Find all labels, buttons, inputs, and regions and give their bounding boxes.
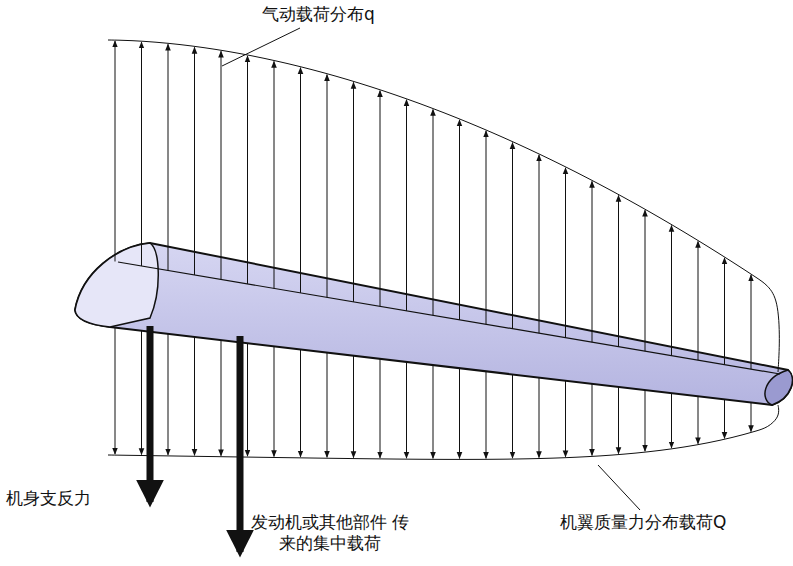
aero-load-arrow (353, 82, 354, 301)
load-label: 机翼质量力分布载荷Q (560, 512, 780, 533)
mass-load-arrow (645, 390, 646, 451)
mass-load-arrow (539, 378, 540, 458)
wing-body (75, 243, 792, 405)
aero-load-arrow (512, 143, 513, 329)
mass-load-arrow (115, 328, 116, 455)
aero-load-arrow (486, 131, 487, 324)
aero-load-arrow (406, 100, 407, 311)
aero-load-arrow (698, 241, 699, 360)
mass-load-arrow (221, 340, 222, 456)
aero-load-arrow (247, 56, 248, 284)
aero-load-arrow (141, 42, 142, 266)
aero-load-arrow (724, 258, 725, 365)
mass-load-arrow (618, 387, 619, 454)
aero-load-arrow (618, 195, 619, 346)
aero-load-arrow (221, 51, 222, 279)
wing-root-airfoil (75, 243, 158, 327)
mass-load-arrow (327, 353, 328, 458)
aero-load-arrow (433, 110, 434, 316)
wing-crease (118, 262, 780, 374)
mass-load-arrow (406, 362, 407, 458)
mass-load-arrow (380, 359, 381, 458)
aero-load-arrow (194, 47, 195, 275)
mass-load-arrow (353, 356, 354, 458)
mass-load-envelope (108, 405, 779, 459)
aero-load-arrow (671, 226, 672, 356)
fuselage-reaction-arrow (147, 326, 154, 502)
mass-load-arrow (592, 384, 593, 456)
mass-load-arrow (274, 346, 275, 456)
load-label: 发动机或其他部件 传来的集中载荷 (250, 512, 410, 555)
wing-tip-airfoil (765, 370, 792, 405)
mass-load-arrow (486, 371, 487, 458)
mass-load-arrow (724, 399, 725, 438)
mass-load-arrow (247, 343, 248, 456)
mass-load-arrow (194, 337, 195, 455)
mass-load-arrow (671, 393, 672, 448)
aero-load-arrow (300, 68, 301, 293)
aero-load-arrow (274, 61, 275, 288)
mass-load-arrow (141, 331, 142, 455)
leader-line (598, 465, 640, 510)
mass-load-arrow (459, 368, 460, 458)
aero-load-arrow (565, 168, 566, 338)
mass-load-arrow (433, 365, 434, 458)
mass-load-arrow (565, 381, 566, 457)
aero-load-arrow (115, 41, 116, 261)
load-label: 气动载荷分布q (262, 4, 462, 25)
mass-load-arrow (751, 403, 752, 432)
engine-load-arrow (237, 336, 244, 552)
leader-line (222, 28, 300, 66)
mass-load-arrow (512, 374, 513, 458)
aero-load-arrow (539, 155, 540, 333)
aero-load-arrow (592, 181, 593, 342)
aero-load-arrow (459, 120, 460, 320)
aero-load-arrow (645, 210, 646, 351)
mass-load-arrow (698, 396, 699, 443)
mass-load-arrow (168, 334, 169, 455)
mass-load-arrow (300, 349, 301, 456)
aero-load-arrow (168, 44, 169, 270)
aero-load-arrow (327, 75, 328, 298)
aero-load-arrow (751, 275, 752, 369)
load-label: 机身支反力 (6, 488, 136, 509)
aero-load-arrows (115, 41, 751, 369)
aero-load-envelope (108, 40, 779, 372)
aero-load-arrow (380, 91, 381, 307)
